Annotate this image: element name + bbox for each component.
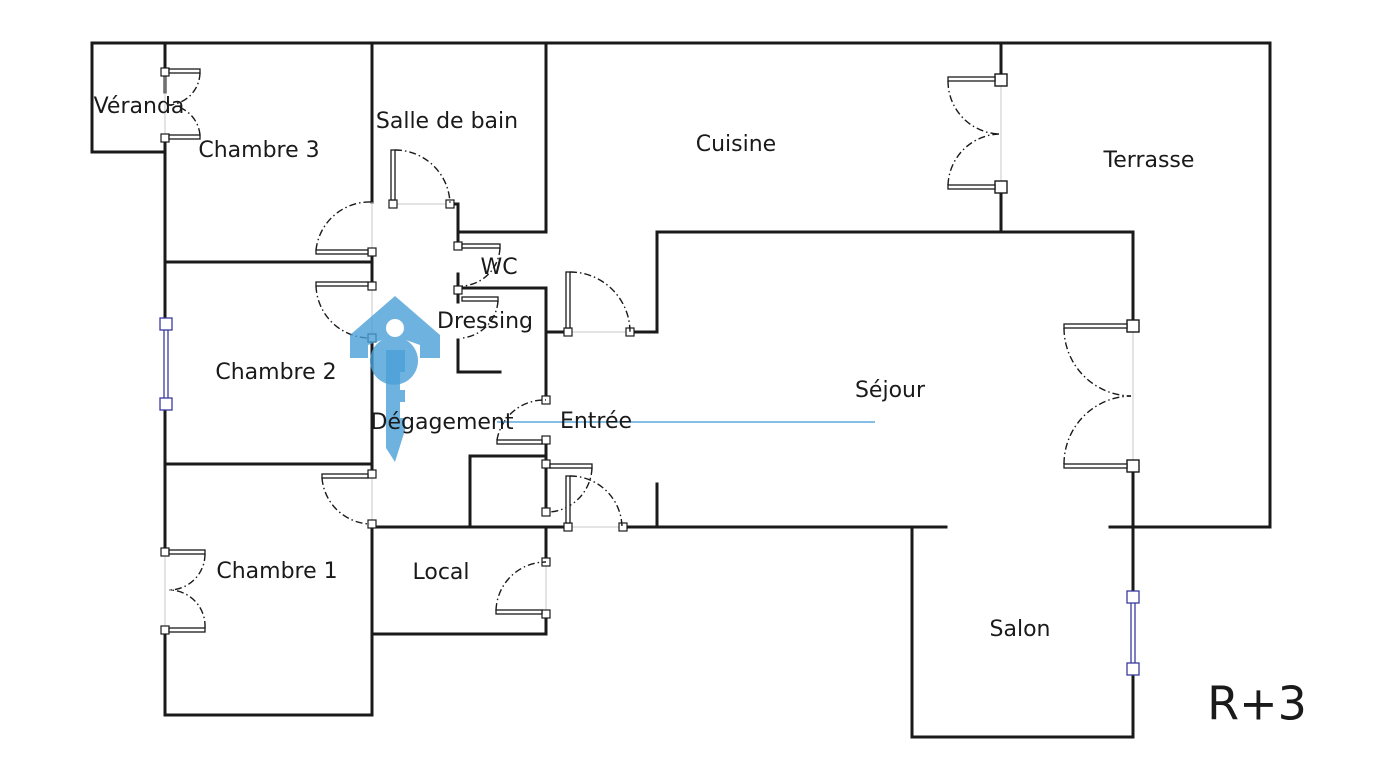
wall-north xyxy=(90,41,1272,529)
label-salon: Salon xyxy=(990,617,1051,642)
label-salle-de-bain: Salle de bain xyxy=(376,109,518,134)
door-degagement xyxy=(496,395,551,445)
door-local xyxy=(495,557,551,619)
wall-sdb-south xyxy=(448,202,460,248)
window-chambre2 xyxy=(159,317,173,411)
door-veranda xyxy=(160,67,201,143)
wall-sejour-north xyxy=(655,230,1135,334)
door-salle-de-bain xyxy=(388,149,455,209)
label-chambre3: Chambre 3 xyxy=(198,138,319,163)
wall-veranda xyxy=(90,41,167,154)
label-terrasse: Terrasse xyxy=(1103,148,1195,173)
label-sejour: Séjour xyxy=(855,378,926,403)
wall-local-east xyxy=(370,525,548,636)
door-entree-north xyxy=(563,271,635,337)
door-wc xyxy=(453,241,501,287)
wall-salon xyxy=(910,525,1135,739)
label-wc: WC xyxy=(480,255,517,280)
door-cuisine-terrasse xyxy=(947,73,1008,194)
label-veranda: Véranda xyxy=(94,94,185,119)
label-degagement: Dégagement xyxy=(371,410,514,435)
label-entree: Entrée xyxy=(560,409,632,434)
room-labels: Véranda Chambre 3 Salle de bain Cuisine … xyxy=(94,94,1195,642)
wall-dressing-west xyxy=(456,338,502,374)
door-entree-front xyxy=(563,475,628,532)
door-chambre3 xyxy=(315,201,377,257)
door-chambre1-west xyxy=(160,547,206,635)
wall-entree-low xyxy=(468,454,548,529)
level-label: R+3 xyxy=(1207,677,1307,731)
wall-west-lower xyxy=(163,630,374,717)
watermark-logo xyxy=(350,296,875,462)
doors xyxy=(160,67,1140,635)
label-chambre1: Chambre 1 xyxy=(216,559,337,584)
label-cuisine: Cuisine xyxy=(696,132,776,157)
windows xyxy=(159,317,1140,676)
label-chambre2: Chambre 2 xyxy=(215,360,336,385)
door-dressing xyxy=(453,285,499,339)
window-salon xyxy=(1126,590,1140,676)
door-sejour-terrasse xyxy=(1063,319,1140,473)
label-dressing: Dressing xyxy=(437,309,533,334)
door-chambre1 xyxy=(321,469,377,529)
label-local: Local xyxy=(412,560,469,585)
door-entree-side xyxy=(541,459,593,517)
